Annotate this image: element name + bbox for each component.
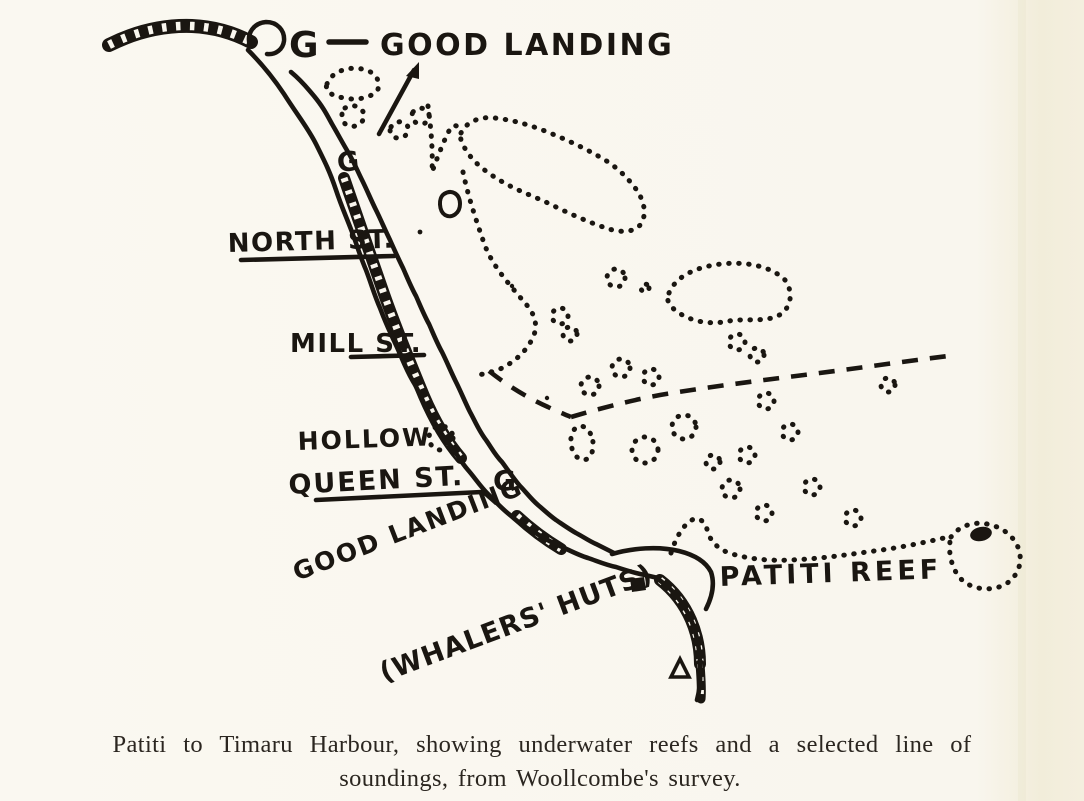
north-shore-hatched-band [102, 18, 258, 52]
legend-g-symbol: G [289, 25, 319, 66]
patiti-reef-outline [668, 516, 1023, 592]
hollow-dot-ring [426, 423, 456, 453]
coastline-outer [288, 69, 617, 556]
shore-hook-loop [246, 19, 287, 57]
caption: Patiti to Timaru Harbour, showing underw… [113, 731, 972, 792]
g-marker-queen-beach: G [493, 464, 516, 497]
legend-arrow [376, 62, 419, 137]
ink-specks [417, 229, 550, 401]
street-underline-queen [313, 489, 485, 503]
legend-label: GOOD LANDING [380, 28, 674, 63]
caption-line1: Patiti to Timaru Harbour, showing underw… [113, 731, 972, 758]
coastline-inner [245, 47, 661, 581]
patiti-reef-rock [970, 526, 992, 542]
soundings-dashed-line [487, 353, 949, 420]
street-label-mill: MILL ST. [290, 329, 422, 359]
label-whalers-huts: (WHALERS' HUTS) [376, 558, 657, 688]
reef-dotted-outlines [323, 65, 793, 453]
south-arm-shore [653, 575, 703, 703]
survey-triangle-marker [668, 654, 692, 679]
whalers-hut-marker [630, 577, 646, 592]
reef-dot-ring-cluster [549, 266, 898, 529]
reef-outline-elongated [458, 115, 647, 234]
street-underline-north [238, 253, 397, 263]
g-marker-north-beach: G [335, 146, 360, 179]
label-patiti-reef: PATITI REEF [719, 554, 943, 593]
street-label-north: NORTH ST. [227, 225, 395, 259]
caption-line2: soundings, from Woollcombe's survey. [339, 765, 741, 792]
reef-outline-zigzag [425, 103, 539, 378]
patiti-point-arc [609, 545, 716, 612]
reef-outline-blob [665, 260, 793, 326]
page-edge-crease [1018, 0, 1026, 801]
street-underline-mill [348, 352, 427, 360]
coastline [245, 47, 716, 703]
label-hollow: HOLLOW [297, 422, 432, 456]
rock-loop [438, 190, 463, 219]
